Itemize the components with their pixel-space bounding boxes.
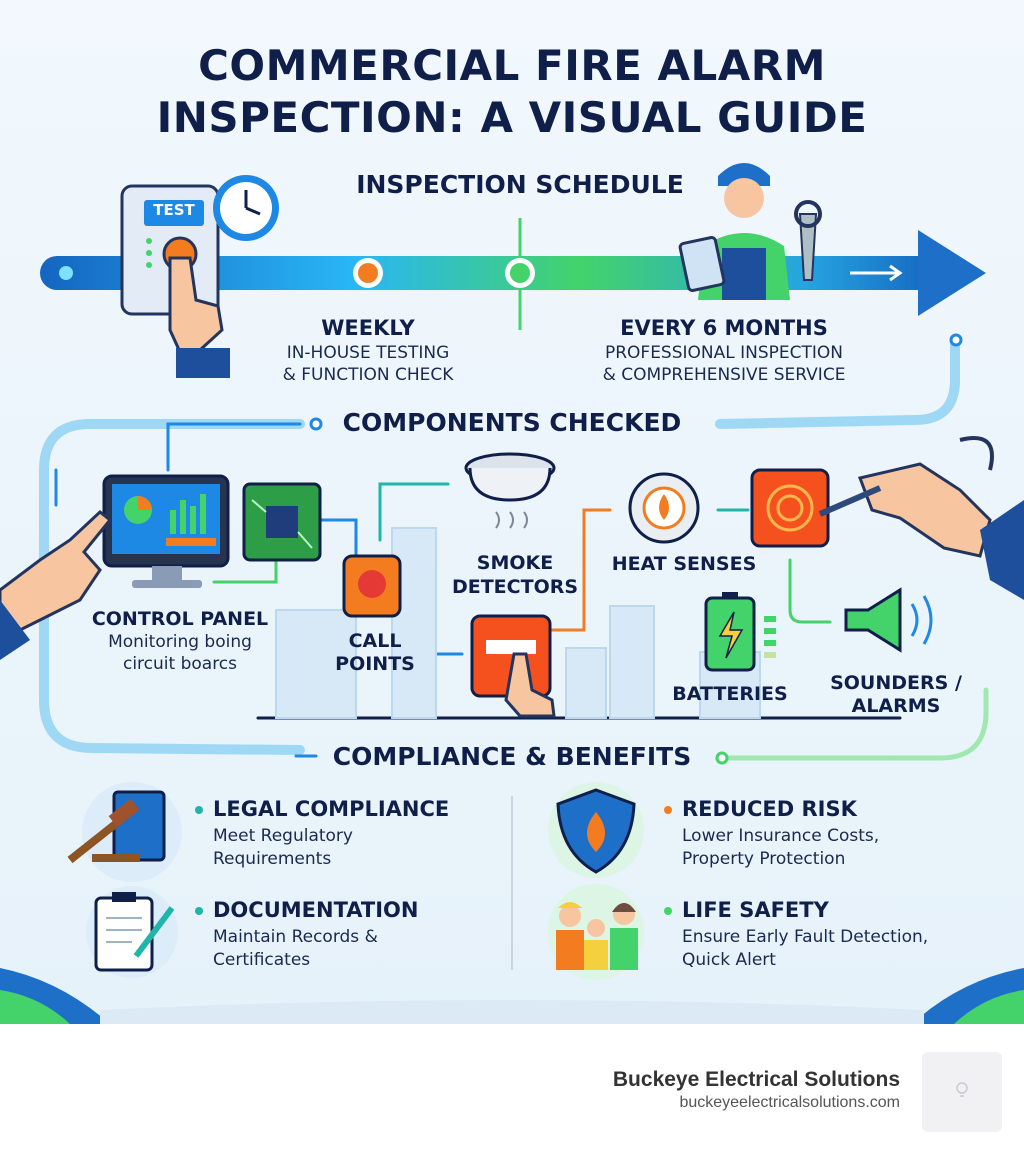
sounders-line-2: ALARMS xyxy=(851,695,941,717)
technician-icon xyxy=(678,163,822,300)
pointing-hand-icon xyxy=(168,256,230,378)
battery-icon xyxy=(704,592,776,672)
legal-line-2: Requirements xyxy=(213,849,332,869)
six-months-title: EVERY 6 MONTHS xyxy=(620,316,828,340)
safety-line-1: Ensure Early Fault Detection, xyxy=(682,927,929,947)
brand-name: Buckeye Electrical Solutions xyxy=(612,1068,900,1091)
documentation-bullet xyxy=(195,907,203,915)
circuit-board-icon xyxy=(242,482,322,562)
call-points-line-2: POINTS xyxy=(335,653,415,675)
footer: Buckeye Electrical Solutions buckeyeelec… xyxy=(0,1024,1024,1154)
infographic-artwork xyxy=(0,163,1024,1024)
brand-logo xyxy=(922,1052,1002,1132)
control-panel-title: CONTROL PANEL xyxy=(91,608,269,630)
manual-alarm-icon xyxy=(470,614,556,718)
safety-title: LIFE SAFETY xyxy=(682,898,829,922)
test-label: TEST xyxy=(153,201,195,219)
legal-title: LEGAL COMPLIANCE xyxy=(213,797,450,821)
workers-icon xyxy=(548,884,644,980)
technician-hand-icon xyxy=(818,436,1024,600)
sounder-icon xyxy=(844,587,933,653)
documentation-title: DOCUMENTATION xyxy=(213,898,419,922)
documentation-line-2: Certificates xyxy=(213,950,311,970)
weekly-line-2: & FUNCTION CHECK xyxy=(282,365,454,385)
safety-bullet xyxy=(664,907,672,915)
weekly-line-1: IN-HOUSE TESTING xyxy=(286,343,450,363)
weekly-title: WEEKLY xyxy=(321,316,415,340)
control-panel-line-2: circuit boarcs xyxy=(122,654,238,674)
heat-senses-title: HEAT SENSES xyxy=(611,553,757,575)
documentation-line-1: Maintain Records & xyxy=(213,927,378,947)
heat-sensor-icon xyxy=(628,472,700,544)
risk-line-1: Lower Insurance Costs, xyxy=(682,826,880,846)
risk-line-2: Property Protection xyxy=(682,849,846,869)
page-title-line-2: INSPECTION: A VISUAL GUIDE xyxy=(156,93,868,142)
sounders-line-1: SOUNDERS / xyxy=(830,672,962,694)
six-months-line-1: PROFESSIONAL INSPECTION xyxy=(604,343,844,363)
six-months-line-2: & COMPREHENSIVE SERVICE xyxy=(602,365,846,385)
smoke-detectors-line-2: DETECTORS xyxy=(451,576,579,598)
risk-bullet xyxy=(664,806,672,814)
components-heading: COMPONENTS CHECKED xyxy=(342,408,682,437)
infographic-poster: COMMERCIAL FIRE ALARM INSPECTION: A VISU… xyxy=(0,0,1024,1024)
alarm-panel-icon xyxy=(750,468,830,548)
schedule-heading: INSPECTION SCHEDULE xyxy=(356,170,684,199)
shield-icon xyxy=(548,782,644,878)
call-points-line-1: CALL xyxy=(348,630,402,652)
control-panel-icon xyxy=(102,474,230,588)
bottom-waves xyxy=(0,968,1024,1024)
safety-line-2: Quick Alert xyxy=(682,950,776,970)
brand-url[interactable]: buckeyeelectricalsolutions.com xyxy=(679,1094,900,1111)
benefits-heading: COMPLIANCE & BENEFITS xyxy=(332,742,692,771)
bulb-icon xyxy=(956,1082,968,1097)
risk-title: REDUCED RISK xyxy=(682,797,857,821)
gavel-book-icon xyxy=(67,782,182,882)
legal-bullet xyxy=(195,806,203,814)
page-title-line-1: COMMERCIAL FIRE ALARM xyxy=(198,41,826,90)
city-skyline xyxy=(275,527,761,719)
call-point-icon xyxy=(342,554,402,618)
left-hand-icon xyxy=(0,510,113,660)
legal-line-1: Meet Regulatory xyxy=(213,826,353,846)
smoke-detector-icon xyxy=(464,452,556,529)
smoke-detectors-line-1: SMOKE xyxy=(476,552,554,574)
clock-icon xyxy=(213,175,279,241)
batteries-title: BATTERIES xyxy=(672,683,788,705)
clipboard-icon xyxy=(86,886,178,978)
control-panel-line-1: Monitoring boing xyxy=(108,632,252,652)
